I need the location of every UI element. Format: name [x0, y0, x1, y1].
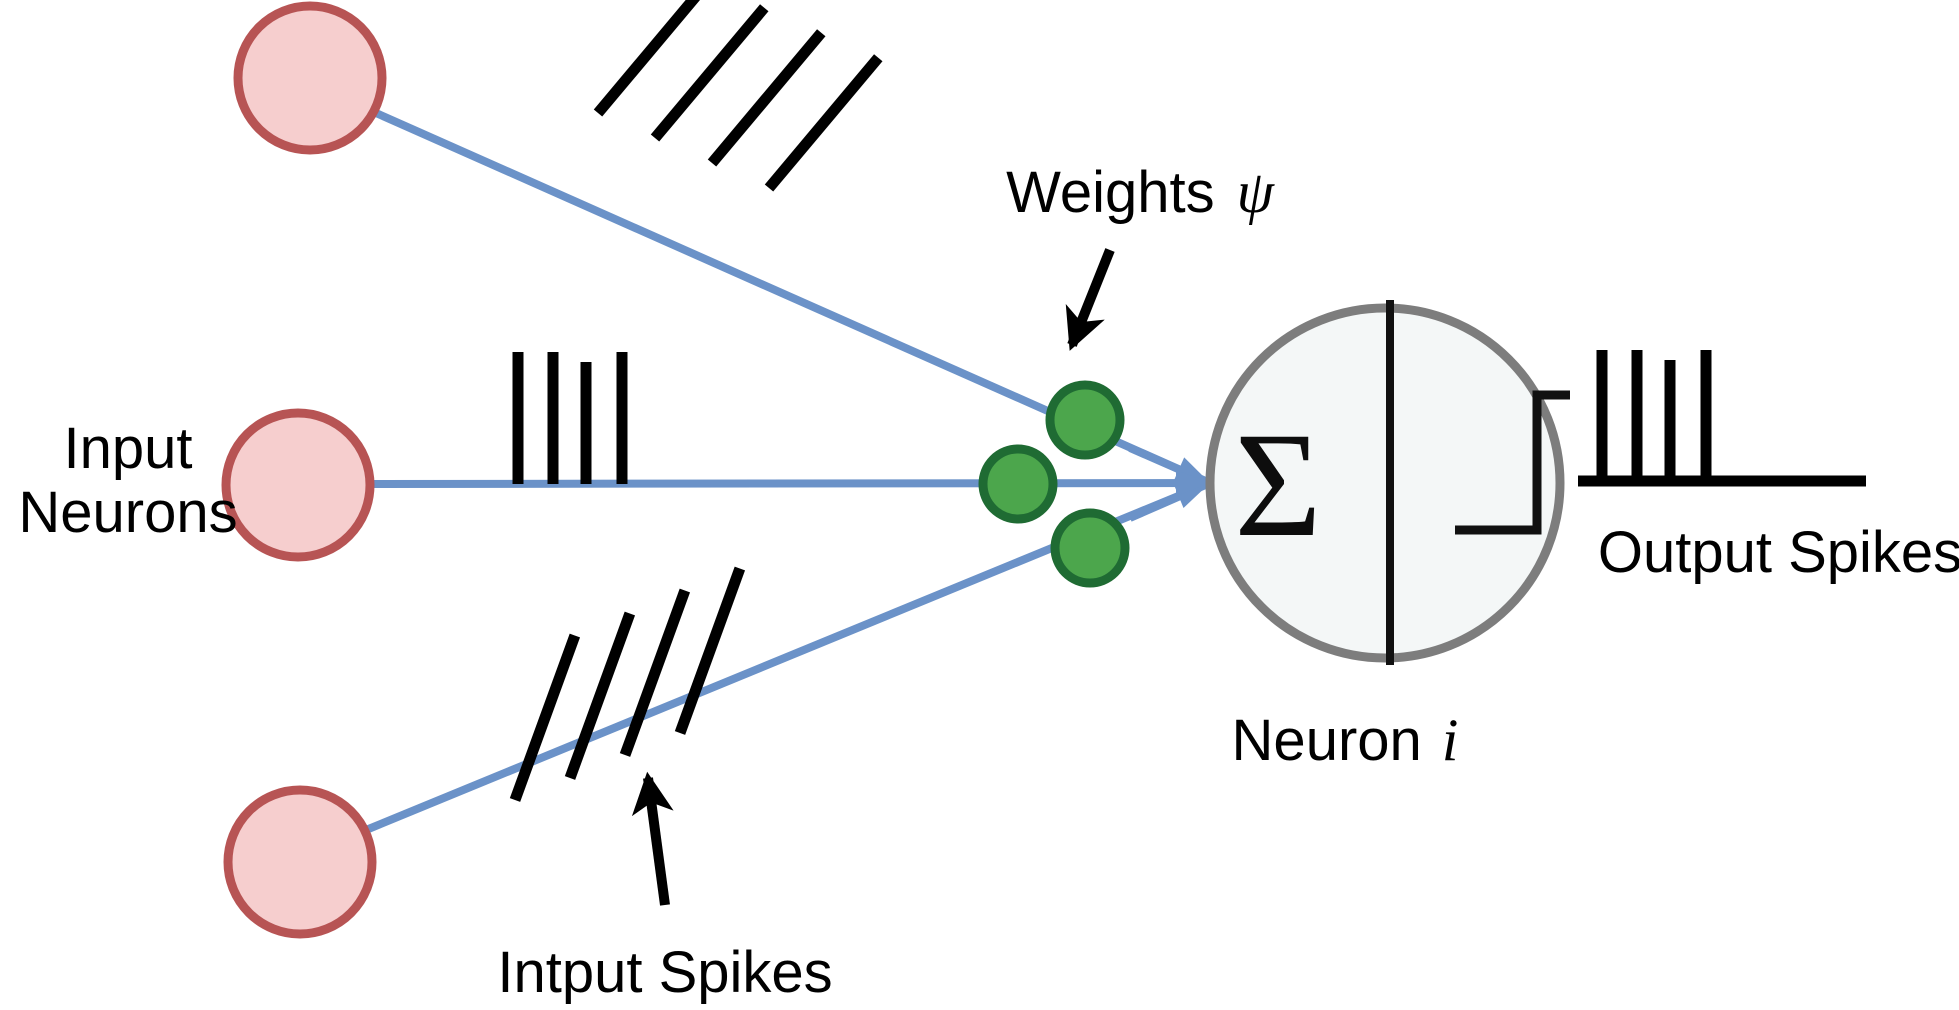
- step-function-curve: [1455, 390, 1570, 535]
- input-neurons-label-line2: Neurons: [18, 480, 237, 545]
- spike-top-tick: [707, 29, 826, 167]
- weight-node-top[interactable]: [1045, 380, 1125, 460]
- weight-node-bottom[interactable]: [1050, 508, 1130, 588]
- input-neuron-middle[interactable]: [221, 408, 375, 562]
- weights-label: Weights ψ: [1006, 159, 1275, 225]
- spike-bottom-tick: [674, 566, 746, 735]
- spike-bottom-tick: [619, 588, 691, 757]
- spike-bottom-tick: [509, 633, 581, 802]
- weights-label-text: Weights: [1006, 160, 1214, 225]
- connection-middle-arrowhead: [1175, 470, 1210, 497]
- output-spikes-label: Output Spikes: [1598, 520, 1959, 585]
- input-spikes-label: Intput Spikes: [497, 940, 832, 1005]
- sigma-symbol: Σ: [1234, 402, 1321, 568]
- spike-top-tick: [764, 54, 883, 192]
- soma-layer: Σ: [1205, 300, 1570, 665]
- weight-nodes-layer: [978, 380, 1130, 588]
- input-neuron-bottom[interactable]: [223, 785, 377, 939]
- spike-top-tick: [593, 0, 700, 117]
- psi-symbol: ψ: [1237, 159, 1276, 225]
- neuron-index-symbol: i: [1442, 707, 1459, 773]
- spike-top-tick: [650, 4, 769, 142]
- input-neuron-top[interactable]: [233, 1, 387, 155]
- spike-bottom-tick: [564, 611, 636, 780]
- weights-arrow: [1065, 248, 1115, 351]
- neuron-label-text: Neuron: [1232, 708, 1422, 773]
- weight-node-middle[interactable]: [978, 444, 1058, 524]
- neuron-soma[interactable]: [1205, 303, 1565, 663]
- connection-middle: [367, 479, 1211, 488]
- input-spikes-arrow: [631, 771, 674, 906]
- input-neurons-label-line1: Input: [64, 416, 193, 481]
- input-neurons-layer: [221, 1, 387, 939]
- annotation-arrows-layer: [631, 248, 1115, 906]
- spike-trains-layer: [509, 0, 1866, 802]
